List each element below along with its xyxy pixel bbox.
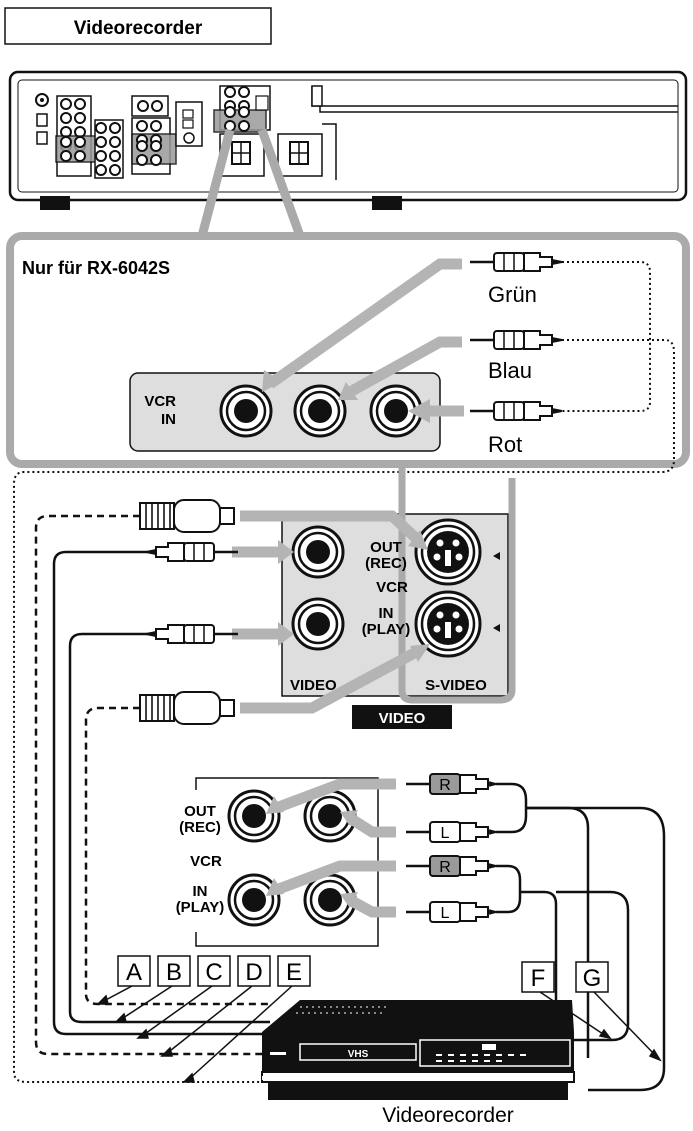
vcr-device: VHS Videorecorder	[261, 1000, 575, 1127]
audio-cables: R L R L	[266, 773, 666, 1092]
inset-jack-blue	[293, 384, 347, 438]
video-composite-label: VIDEO	[290, 677, 337, 694]
video-plug-in	[146, 625, 238, 643]
callout-a: A	[126, 959, 142, 986]
plug-out-l: L	[406, 821, 496, 843]
inset-jack-green	[219, 384, 273, 438]
svideo-plug-upper	[139, 499, 235, 533]
inset-vcr-label: VCR	[144, 393, 176, 410]
video-play-label: (PLAY)	[362, 621, 411, 638]
plug-out-r: R	[406, 773, 496, 795]
callout-c: C	[205, 959, 222, 986]
svideo-plug-lower	[139, 691, 235, 725]
plug-out-l-letter: L	[441, 825, 450, 842]
plug-out-r-letter: R	[439, 777, 451, 794]
callout-b: B	[166, 959, 182, 986]
video-out-label: OUT	[370, 539, 402, 556]
video-section-label: VIDEO	[379, 710, 426, 727]
audio-panel: OUT (REC) VCR IN (PLAY)	[160, 777, 379, 947]
receiver-rear-panel	[8, 70, 688, 210]
video-svideo-label: S-VIDEO	[425, 677, 487, 694]
audio-rec-label: (REC)	[179, 819, 221, 836]
audio-vcr-label: VCR	[190, 853, 222, 870]
video-in-jack	[291, 597, 345, 651]
inset-callout: Nur für RX-6042S VCR IN Grün Blau Rot	[6, 128, 690, 1083]
callout-e: E	[286, 959, 302, 986]
callout-g: G	[583, 965, 602, 992]
callout-d: D	[245, 959, 262, 986]
plug-in-r: R	[406, 855, 496, 877]
plug-in-l-letter: L	[441, 905, 450, 922]
audio-out-left-jack	[227, 789, 281, 843]
callout-labels: A B C D E F G	[96, 955, 662, 1083]
video-out-jack	[291, 525, 345, 579]
plug-in-r-letter: R	[439, 859, 451, 876]
audio-out-label: OUT	[184, 803, 216, 820]
svideo-out-jack	[414, 518, 482, 586]
video-vcr-label: VCR	[376, 579, 408, 596]
callout-f: F	[531, 965, 546, 992]
plug-in-l: L	[406, 901, 496, 923]
video-in-label: IN	[379, 605, 394, 622]
audio-in-label: IN	[193, 883, 208, 900]
audio-play-label: (PLAY)	[176, 899, 225, 916]
video-cables	[34, 499, 430, 1056]
plug-green-label: Grün	[488, 282, 537, 307]
video-plug-out	[146, 543, 238, 561]
title-box: Videorecorder	[4, 7, 272, 45]
plug-red-label: Rot	[488, 432, 522, 457]
vcr-caption: Videorecorder	[382, 1104, 514, 1127]
vcr-brand-label: VHS	[348, 1049, 369, 1060]
title-text: Videorecorder	[74, 18, 203, 39]
inset-title: Nur für RX-6042S	[22, 258, 170, 278]
inset-in-label: IN	[161, 411, 176, 428]
plug-blue-label: Blau	[488, 358, 532, 383]
audio-in-left-jack	[227, 873, 281, 927]
video-rec-label: (REC)	[365, 555, 407, 572]
video-panel: OUT (REC) VCR IN (PLAY) VIDEO S-VIDEO VI…	[281, 464, 516, 729]
